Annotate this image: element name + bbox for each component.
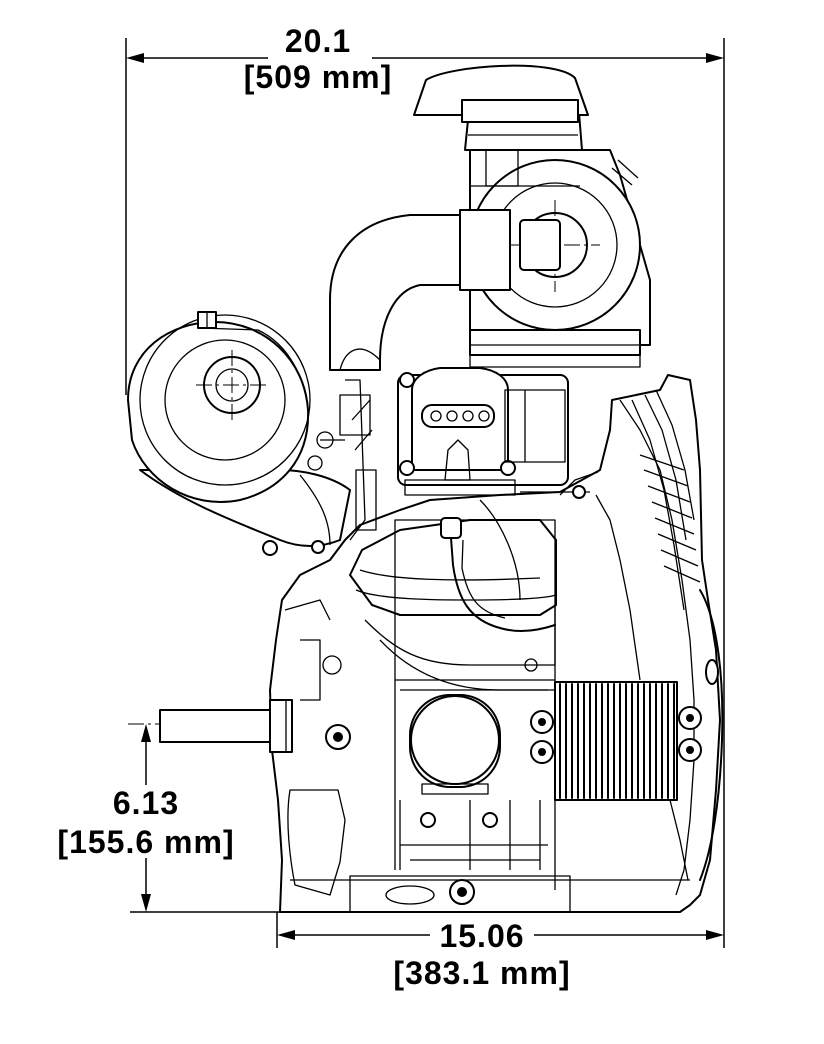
oil-filter [409, 694, 501, 795]
output-shaft [159, 699, 293, 753]
engine-illustration [127, 64, 724, 913]
base-width-arrow-right [706, 930, 724, 940]
right-bolts [524, 658, 702, 764]
center-module [397, 367, 590, 499]
right-panel [290, 471, 690, 881]
base-width-arrow-left [277, 930, 295, 940]
top-air-cleaner [413, 64, 589, 187]
shaft-height-inches: 6.13 [113, 785, 179, 821]
governor-controls [307, 379, 377, 541]
shaft-height-dimension: 6.13 [155.6 mm] [57, 724, 290, 913]
spark-plug-wire [440, 499, 556, 633]
crankshaft [159, 709, 273, 743]
shroud-fins [639, 454, 701, 583]
overall-width-arrow-right [706, 53, 724, 63]
base-width-dimension: 15.06 [383.1 mm] [276, 912, 724, 991]
cooling-fins [554, 681, 678, 801]
base-width-inches: 15.06 [439, 918, 524, 954]
shaft-height-arrow-bottom [141, 894, 151, 912]
blower-housing [619, 399, 695, 896]
base-width-mm: [383.1 mm] [393, 955, 570, 991]
upper-air-cleaner [459, 149, 651, 368]
overall-width-mm: [509 mm] [244, 59, 393, 95]
left-air-cleaner [127, 311, 311, 503]
overall-width-arrow-left [126, 53, 144, 63]
shaft-height-arrow-top [141, 724, 151, 742]
shaft-height-mm: [155.6 mm] [57, 824, 234, 860]
overall-width-inches: 20.1 [285, 23, 351, 59]
engine-base [284, 599, 571, 913]
flywheel-edge [699, 589, 724, 881]
overall-width-dimension: 20.1 [509 mm] [125, 23, 725, 948]
cylinder-block [394, 519, 556, 681]
